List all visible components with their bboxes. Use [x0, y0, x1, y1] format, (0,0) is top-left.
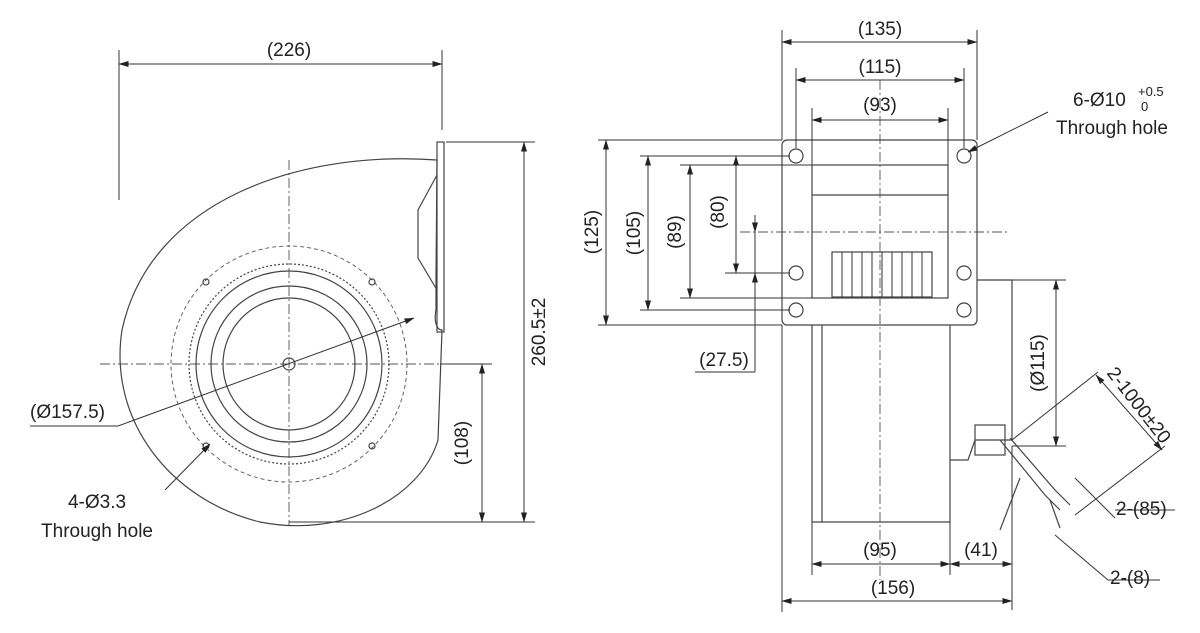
lead-wire-1: [999, 439, 1061, 511]
flange-holes-note-line2: Through hole: [1056, 118, 1168, 139]
flange-hole-3: [788, 265, 804, 281]
shaft-hub: [282, 357, 296, 371]
motor-body: [950, 279, 1013, 461]
holes-leader: [164, 443, 211, 491]
cable-gland: [974, 424, 1006, 456]
inner-height-label: (80): [708, 195, 729, 229]
outlet-flange: [436, 141, 445, 333]
lead-length-ext-2: [1074, 445, 1166, 516]
impeller-blade-ring: [188, 263, 390, 465]
outlet-nozzle: [417, 174, 438, 291]
hole-pitch-label: (115): [859, 57, 902, 78]
lead-strip-2: [1049, 499, 1061, 529]
lead-length-label: 2-1000±20: [1102, 363, 1174, 447]
housing-body: [811, 325, 951, 523]
front-flange: [781, 139, 978, 326]
overall-width-label: (156): [871, 578, 915, 599]
side-height-label: 260.5±2: [529, 298, 550, 367]
strip-end-leader: [1054, 534, 1109, 581]
flange-holes-note-line1: 6-Ø10: [1073, 90, 1126, 111]
dia-157-leader: [117, 317, 415, 427]
impeller-blades: [831, 251, 933, 298]
mount-hole-3: [368, 442, 376, 450]
flange-height-label: (125): [582, 210, 603, 254]
flange-hole-6: [956, 302, 972, 318]
outlet-width-label: (93): [863, 95, 897, 116]
strip-length-dim: [1074, 477, 1116, 519]
mount-hole-2: [368, 278, 376, 286]
side-width-label: (226): [267, 40, 311, 61]
lead-length-ext-1: [1011, 371, 1099, 441]
inlet-ring-outer: [210, 285, 368, 443]
offset-label: (27.5): [699, 350, 749, 371]
lower-height-label: (108): [452, 421, 473, 465]
mount-hole-1: [202, 278, 210, 286]
body-dia-label: (Ø115): [1028, 334, 1049, 392]
dim-line-lead-length: [1095, 374, 1163, 451]
impeller-outer-circle: [170, 245, 408, 483]
outlet-height-label: (89): [665, 215, 686, 249]
flange-hole-1: [788, 148, 804, 164]
flange-holes-leader: [967, 111, 1049, 153]
flange-hole-4: [956, 265, 972, 281]
holes-note-line2: Through hole: [41, 521, 153, 542]
flange-holes-tol-upper: +0.5: [1138, 84, 1164, 99]
body-width-label: (95): [863, 540, 897, 561]
flange-hole-2: [956, 148, 972, 164]
side-view: (226) 260.5±2 (108) (Ø157.5) 4-Ø3.3 Thro…: [30, 40, 550, 542]
flange-width-label: (135): [858, 19, 902, 40]
lead-wire-2: [1009, 437, 1071, 506]
motor-depth-label: (41): [964, 540, 998, 561]
lead-strip-1: [999, 477, 1021, 531]
scroll-housing-outline: [119, 158, 443, 527]
impeller-inner-ring: [195, 270, 383, 458]
holes-note-line1: 4-Ø3.3: [68, 492, 126, 513]
outlet-opening: [811, 164, 949, 299]
front-view: (135) (115) (93) 6-Ø10 +0.5 0 Through ho…: [582, 19, 1175, 612]
flange-hole-5: [788, 302, 804, 318]
hole-pitch-v-label: (105): [624, 211, 645, 255]
strip-end-label: 2-(8): [1110, 568, 1150, 589]
flange-holes-tol-lower: 0: [1141, 99, 1148, 114]
inlet-ring-inner: [222, 297, 356, 431]
impeller-dia-label: (Ø157.5): [30, 402, 105, 423]
strip-length-label: 2-(85): [1116, 499, 1167, 520]
